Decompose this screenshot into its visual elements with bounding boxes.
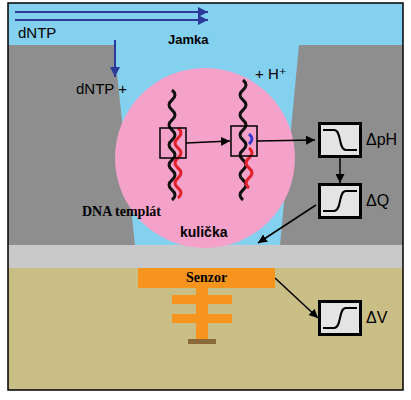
leader-arrow [186,141,230,143]
flow-arrow [15,19,208,21]
sensor-plate [172,314,232,323]
highlight-box [231,126,257,156]
box-fill [318,122,362,158]
substrate [8,268,403,390]
signal-box: ΔV [318,300,362,336]
sensor-gate: Senzor [138,268,275,288]
step-symbol [323,130,357,150]
sensor-label: Senzor [186,270,227,285]
step-symbol [323,191,357,211]
box-fill [318,183,362,219]
sensing-layer [8,245,403,268]
signal-arrow [275,278,318,318]
sensor-base [188,339,216,344]
ion-label: + H⁺ [255,66,287,83]
dna-complement [175,128,181,198]
well-wall [280,45,403,245]
signal-box: ΔpH [318,122,362,158]
bead-label: kulička [180,225,227,240]
leader-arrow [257,140,315,141]
signal-arrow [339,158,341,183]
frame [8,3,403,390]
sensor-plate [172,295,232,304]
flow-arrow [114,40,116,77]
signal-label: ΔQ [366,192,389,210]
incorporated-base [249,134,252,144]
bead [115,68,295,248]
reagent-label: dNTP [18,25,56,42]
reagent-label: dNTP + [76,81,127,98]
template-label: DNA templát [82,204,161,219]
dna-complement [246,148,252,188]
signal-label: ΔV [366,309,387,327]
well-label: Jamka [168,33,208,47]
flow-arrow [15,11,208,13]
box-fill [318,300,362,336]
step-symbol [323,308,357,328]
signal-label: ΔpH [366,131,397,149]
signal-box: ΔQ [318,183,362,219]
highlight-box [160,128,186,158]
leader-arrow [258,205,316,243]
